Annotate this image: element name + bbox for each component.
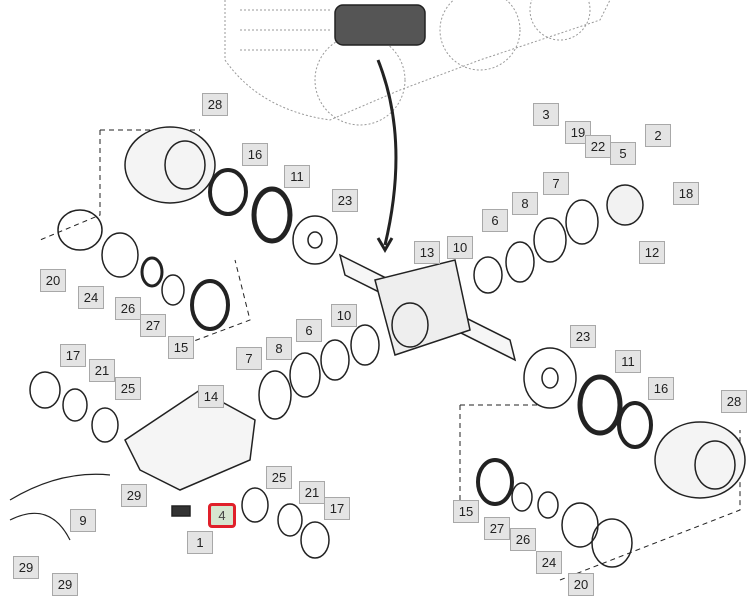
callout-label[interactable]: 27 — [484, 517, 510, 540]
callout-label[interactable]: 28 — [721, 390, 747, 413]
callout-label[interactable]: 16 — [242, 143, 268, 166]
callout-label[interactable]: 17 — [60, 344, 86, 367]
callout-label[interactable]: 6 — [482, 209, 508, 232]
callout-label[interactable]: 3 — [533, 103, 559, 126]
callout-label[interactable]: 23 — [570, 325, 596, 348]
callout-label[interactable]: 1 — [187, 531, 213, 554]
callout-label[interactable]: 15 — [453, 500, 479, 523]
callout-label[interactable]: 26 — [115, 297, 141, 320]
callout-label[interactable]: 24 — [536, 551, 562, 574]
callout-label[interactable]: 18 — [673, 182, 699, 205]
callout-label[interactable]: 24 — [78, 286, 104, 309]
callout-label[interactable]: 2 — [645, 124, 671, 147]
callout-label[interactable]: 29 — [121, 484, 147, 507]
callout-label[interactable]: 5 — [610, 142, 636, 165]
callout-label[interactable]: 23 — [332, 189, 358, 212]
callout-label[interactable]: 29 — [52, 573, 78, 596]
callout-label[interactable]: 6 — [296, 319, 322, 342]
callout-label[interactable]: 15 — [168, 336, 194, 359]
callout-label[interactable]: 26 — [510, 528, 536, 551]
callout-label[interactable]: 27 — [140, 314, 166, 337]
callout-label[interactable]: 28 — [202, 93, 228, 116]
callout-label[interactable]: 10 — [331, 304, 357, 327]
callout-label[interactable]: 8 — [512, 192, 538, 215]
callout-label[interactable]: 21 — [299, 481, 325, 504]
callout-label[interactable]: 22 — [585, 135, 611, 158]
callout-label[interactable]: 12 — [639, 241, 665, 264]
callout-label[interactable]: 16 — [648, 377, 674, 400]
callout-label[interactable]: 25 — [115, 377, 141, 400]
callout-label[interactable]: 25 — [266, 466, 292, 489]
callout-label[interactable]: 11 — [615, 350, 641, 373]
callout-label[interactable]: 11 — [284, 165, 310, 188]
callout-label[interactable]: 9 — [70, 509, 96, 532]
callout-label[interactable]: 14 — [198, 385, 224, 408]
callout-label[interactable]: 8 — [266, 337, 292, 360]
callout-label[interactable]: 20 — [568, 573, 594, 596]
callout-label[interactable]: 20 — [40, 269, 66, 292]
callout-selected[interactable]: 4 — [208, 503, 236, 528]
callout-label[interactable]: 21 — [89, 359, 115, 382]
callout-label[interactable]: 7 — [543, 172, 569, 195]
callout-label[interactable]: 10 — [447, 236, 473, 259]
callout-label[interactable]: 7 — [236, 347, 262, 370]
callout-label[interactable]: 19 — [565, 121, 591, 144]
callout-label[interactable]: 17 — [324, 497, 350, 520]
callout-label[interactable]: 13 — [414, 241, 440, 264]
callout-label[interactable]: 29 — [13, 556, 39, 579]
